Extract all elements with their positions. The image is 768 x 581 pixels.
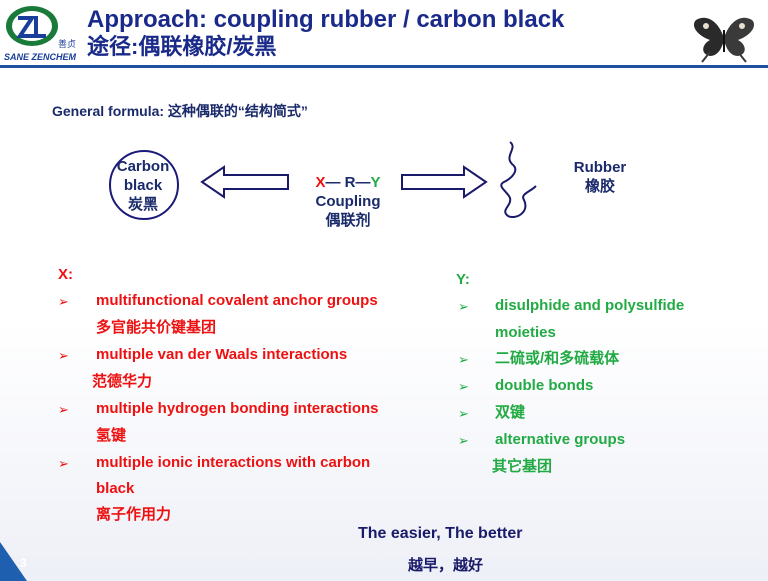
rubber-chain-icon: [500, 141, 537, 218]
formula-r: — R—: [325, 174, 371, 191]
x-item-4-en2: black: [96, 480, 135, 497]
right-arrow-icon: [401, 165, 488, 199]
y-bullet-2: ➢: [458, 350, 469, 369]
x-item-4-cn: 离子作用力: [96, 506, 172, 523]
bullet-icon: ➢: [458, 379, 469, 394]
bullet-icon: ➢: [458, 433, 469, 448]
x-item-3-en: multiple hydrogen bonding interactions: [96, 400, 379, 417]
footer-en: The easier, The better: [358, 525, 523, 542]
logo-chinese-name: 善贞: [58, 39, 77, 49]
y-bullet-3: ➢: [458, 377, 469, 396]
y-heading: Y:: [456, 271, 470, 288]
formula-x: X: [315, 174, 326, 191]
butterfly-icon: [693, 17, 755, 63]
rubber-en: Rubber: [573, 159, 627, 176]
x-item-3-cn: 氢键: [96, 427, 127, 444]
y-bullet-5: ➢: [458, 431, 469, 450]
x-item-2-en: multiple van der Waals interactions: [96, 346, 348, 363]
left-arrow-icon: [200, 165, 289, 199]
formula-xry: X— R—Y: [298, 173, 398, 192]
bullet-icon: ➢: [58, 456, 69, 471]
general-formula-label: General formula: 这种偶联的“结构简式”: [52, 103, 308, 119]
y-bullet-4: ➢: [458, 404, 469, 423]
x-item-1-cn: 多官能共价键基团: [96, 319, 217, 336]
bullet-icon: ➢: [58, 348, 69, 363]
coupling-en: Coupling: [315, 193, 381, 210]
y-item-5-cn: 其它基团: [492, 458, 553, 475]
x-heading: X:: [58, 266, 73, 283]
bullet-icon: ➢: [58, 294, 69, 309]
slide-subtitle: 途径:偶联橡胶/炭黑: [87, 34, 277, 59]
rubber-label: Rubber 橡胶: [560, 158, 640, 196]
y-item-1-en1: disulphide and polysulfide: [495, 297, 685, 314]
y-item-2-cn: 二硫或/和多硫载体: [495, 350, 620, 367]
x-item-2-cn: 范德华力: [92, 373, 153, 390]
x-bullet-1: ➢: [58, 292, 69, 311]
logo-company-name: SANE ZENCHEM: [4, 52, 77, 62]
title-divider: [0, 65, 768, 68]
rubber-cn: 橡胶: [584, 178, 615, 195]
footer-cn: 越早，越好: [408, 557, 484, 574]
bullet-icon: ➢: [458, 406, 469, 421]
carbon-label-line3: 炭黑: [127, 196, 158, 213]
x-bullet-2: ➢: [58, 346, 69, 365]
y-item-5-en: alternative groups: [495, 431, 626, 448]
bullet-icon: ➢: [458, 352, 469, 367]
coupling-formula: X— R—Y Coupling 偶联剂: [298, 173, 398, 230]
x-item-4-en1: multiple ionic interactions with carbon: [96, 454, 371, 471]
y-item-1-en2: moieties: [495, 324, 556, 341]
coupling-cn: 偶联剂: [325, 212, 371, 229]
slide-number: 3: [20, 556, 27, 570]
carbon-black-circle: [109, 150, 179, 220]
carbon-label-line2: black: [123, 177, 163, 194]
bullet-icon: ➢: [58, 402, 69, 417]
y-item-4-cn: 双键: [495, 404, 526, 421]
y-item-3-en: double bonds: [495, 377, 594, 394]
bullet-icon: ➢: [458, 299, 469, 314]
y-bullet-1: ➢: [458, 297, 469, 316]
slide-number-tab: [0, 542, 27, 581]
company-logo: [6, 6, 58, 46]
slide-title: Approach: coupling rubber / carbon black: [87, 6, 565, 33]
carbon-label-line1: Carbon: [116, 158, 170, 175]
x-bullet-4: ➢: [58, 454, 69, 473]
x-item-1-en: multifunctional covalent anchor groups: [96, 292, 378, 309]
carbon-black-label: Carbon black 炭黑: [104, 157, 182, 214]
x-bullet-3: ➢: [58, 400, 69, 419]
formula-y: Y: [370, 174, 381, 191]
